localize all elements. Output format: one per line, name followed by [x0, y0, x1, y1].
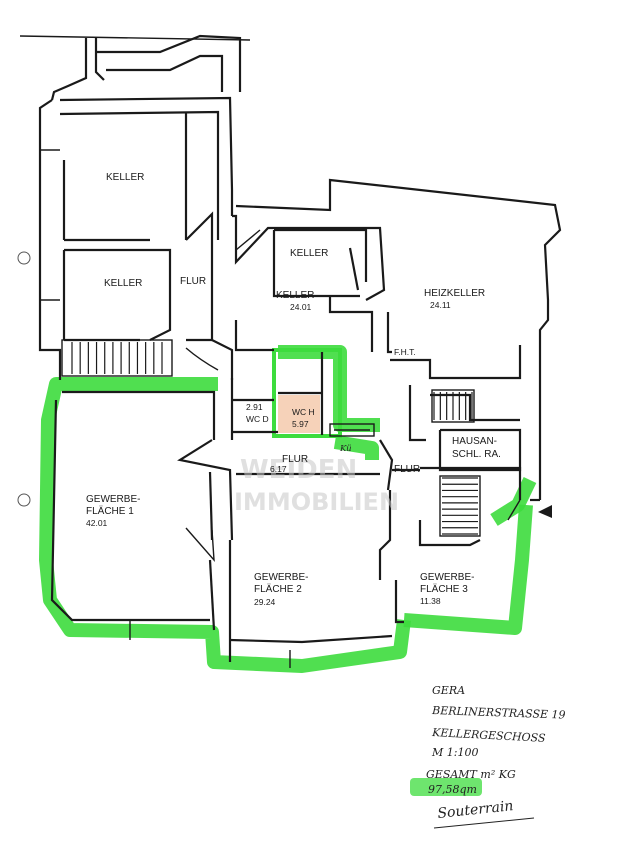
- main-walls: [38, 96, 562, 668]
- room-hausanschluss-1: HAUSAN-: [452, 436, 497, 447]
- note-souterrain: Souterrain: [437, 798, 514, 822]
- room-gewerbe1-line2: FLÄCHE 1: [86, 505, 134, 517]
- room-keller-top-left: KELLER: [106, 172, 144, 183]
- note-city: GERA: [432, 684, 465, 697]
- note-total-label: GESAMT m² KG: [426, 768, 516, 781]
- room-labels: KELLER KELLER FLUR KELLER KELLER 24.01 H…: [86, 172, 501, 607]
- room-gewerbe2-area: 29.24: [254, 597, 276, 607]
- room-wc-h-area: 5.97: [292, 419, 309, 429]
- stairs: [71, 342, 478, 535]
- left-markers: [17, 251, 31, 507]
- room-gewerbe3-line1: GEWERBE-: [420, 572, 474, 583]
- watermark: WEIDEN IMMOBILIEN: [234, 455, 399, 516]
- wc-h-fill: [278, 395, 320, 433]
- room-gewerbe1-line1: GEWERBE-: [86, 494, 140, 505]
- room-heizkeller-area: 24.11: [430, 300, 451, 310]
- note-underline: [433, 817, 535, 829]
- room-gewerbe1-area: 42.01: [86, 518, 108, 528]
- entrance-arrow-icon: [538, 505, 552, 518]
- room-hausanschluss-2: SCHL. RA.: [452, 449, 501, 460]
- room-gewerbe3-area: 11.38: [420, 596, 441, 606]
- room-gewerbe2-line2: FLÄCHE 2: [254, 583, 302, 595]
- room-wc-h: WC H: [292, 407, 315, 417]
- room-flur-center: FLUR: [282, 454, 308, 465]
- room-fht: F.H.T.: [394, 347, 416, 357]
- room-flur-left: FLUR: [180, 276, 206, 287]
- top-annex-walls: [19, 34, 251, 101]
- room-gewerbe2-line1: GEWERBE-: [254, 572, 308, 583]
- note-scale: M 1:100: [431, 746, 478, 759]
- room-gewerbe3-line2: FLÄCHE 3: [420, 583, 468, 595]
- note-street: BERLINERSTRASSE 19: [431, 704, 566, 722]
- room-wc-d: WC D: [246, 414, 269, 424]
- wc-block-outline: [272, 348, 342, 438]
- room-keller-mid-left: KELLER: [104, 278, 142, 289]
- room-flur-right: FLUR: [394, 464, 420, 475]
- note-total-value: 97,58qm: [428, 783, 477, 796]
- watermark-line2: IMMOBILIEN: [234, 488, 399, 516]
- room-keller-center: KELLER: [276, 290, 314, 301]
- room-kue: Kü: [339, 444, 352, 454]
- room-keller-center-area: 24.01: [290, 302, 312, 312]
- room-keller-center-top: KELLER: [290, 248, 328, 259]
- watermark-line1: WEIDEN: [240, 455, 357, 485]
- note-floor: KELLERGESCHOSS: [431, 726, 546, 745]
- door-swings: [185, 229, 521, 563]
- handwritten-notes: GERA BERLINERSTRASSE 19 KELLERGESCHOSS M…: [410, 684, 566, 829]
- room-heizkeller: HEIZKELLER: [424, 288, 485, 299]
- note-total-highlight: [410, 778, 482, 796]
- room-flur-center-area: 6.17: [270, 464, 287, 474]
- room-wc-d-area: 2.91: [246, 402, 263, 412]
